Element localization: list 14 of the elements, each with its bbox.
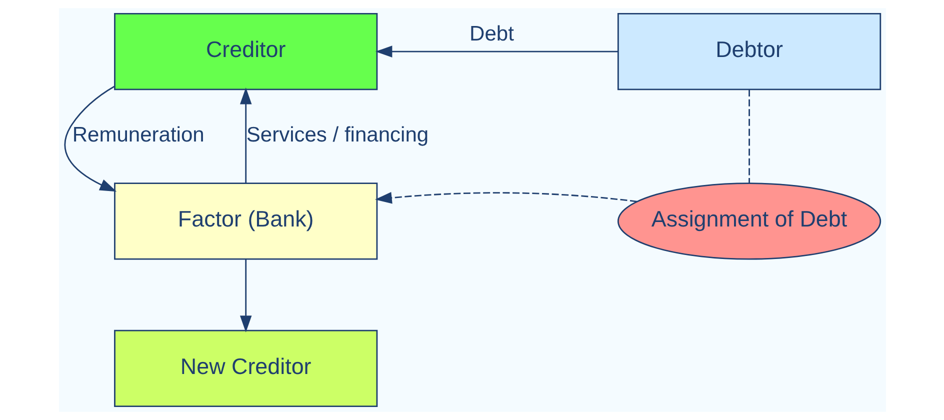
- connector: [748, 90, 750, 184]
- node-box: Debtor: [616, 12, 881, 90]
- arrow: [239, 259, 252, 332]
- edge-label: Debt: [469, 22, 514, 46]
- arrow: [374, 192, 637, 204]
- arrow: [64, 86, 116, 192]
- node-box: Factor (Bank): [114, 182, 378, 260]
- node-box: New Creditor: [114, 330, 378, 408]
- node-box: Creditor: [114, 12, 378, 90]
- edge-label: Remuneration: [72, 123, 204, 146]
- edge-label: Services / financing: [246, 123, 428, 146]
- arrow: [374, 46, 618, 58]
- arrow: [239, 87, 252, 184]
- node-ellipse: Assignment of Debt: [616, 182, 881, 260]
